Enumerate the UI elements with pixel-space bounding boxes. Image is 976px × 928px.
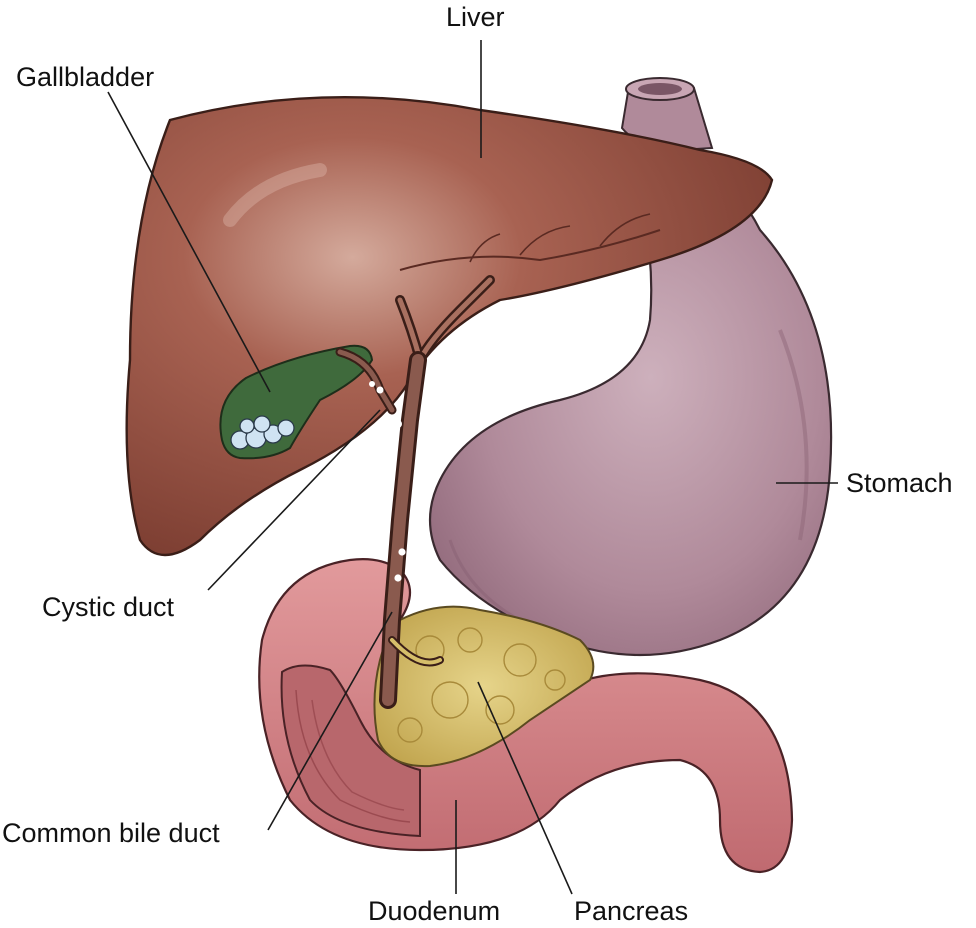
label-duodenum: Duodenum — [368, 896, 500, 926]
label-gallbladder: Gallbladder — [16, 62, 154, 92]
leader-pancreas — [477, 681, 573, 895]
gallstones — [230, 415, 295, 450]
label-liver: Liver — [446, 2, 505, 32]
leader-common-bile-duct — [267, 611, 393, 831]
labels: Liver Gallbladder Stomach Cystic duct Co… — [2, 2, 953, 926]
label-common-bile-duct: Common bile duct — [2, 818, 220, 848]
bile-ducts — [335, 275, 495, 709]
label-cystic-duct: Cystic duct — [42, 592, 175, 622]
leader-gallbladder — [107, 91, 271, 393]
label-stomach: Stomach — [846, 468, 953, 498]
pancreas — [373, 605, 595, 768]
gallbladder — [219, 344, 374, 460]
label-pancreas: Pancreas — [574, 896, 688, 926]
leader-lines — [107, 40, 838, 895]
leader-cystic-duct — [207, 409, 381, 591]
